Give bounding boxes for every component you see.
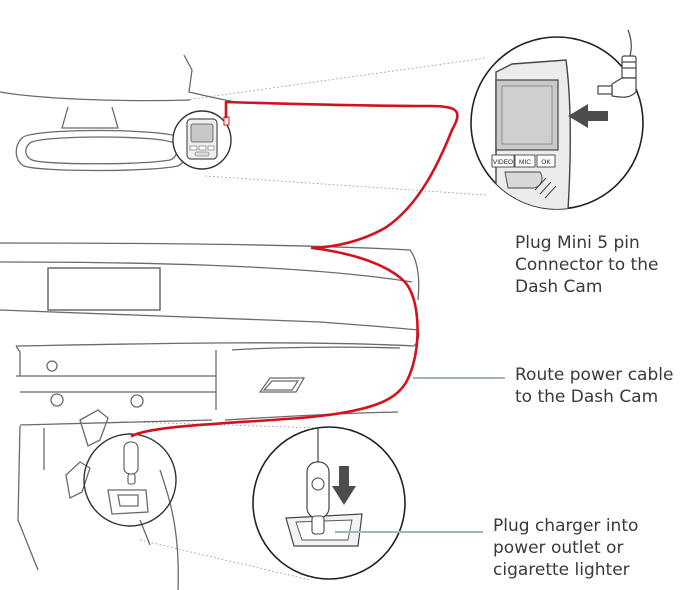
dash-cam-zoom: VIDEO MIC OK xyxy=(470,29,644,210)
ok-button-label: OK xyxy=(541,159,551,166)
leader-lines xyxy=(335,377,505,533)
mini-usb-connector xyxy=(597,29,637,98)
dash-cam-small xyxy=(172,110,232,170)
left-arrow-icon xyxy=(568,104,608,128)
route-instruction: Route power cable to the Dash Cam xyxy=(515,365,674,407)
projection-lines xyxy=(131,57,487,581)
down-arrow-icon xyxy=(332,466,356,505)
charger-zoom-small xyxy=(83,433,177,527)
video-button-label: VIDEO xyxy=(493,159,513,166)
mic-button-label: MIC xyxy=(519,159,531,166)
connector-instruction: Plug Mini 5 pin Connector to the Dash Ca… xyxy=(515,233,659,297)
car-charger-small xyxy=(123,441,139,485)
charger-zoom xyxy=(252,426,406,580)
power-cable xyxy=(130,100,459,438)
charger-instruction: Plug charger into power outlet or cigare… xyxy=(493,516,639,580)
rearview-mirror xyxy=(0,54,237,172)
